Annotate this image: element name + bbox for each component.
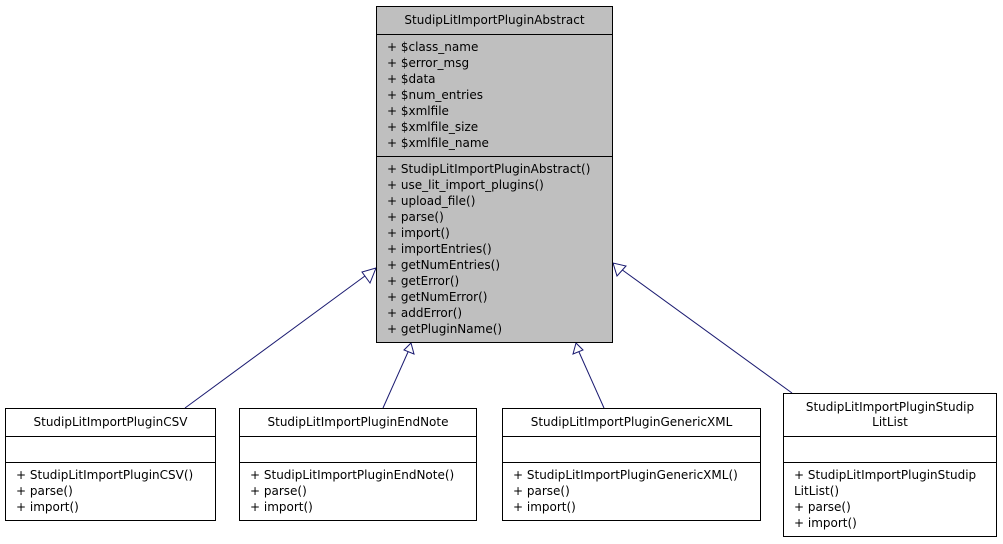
method: + StudipLitImportPluginEndNote() [250, 468, 455, 482]
method: + importEntries() [387, 242, 492, 256]
attribute: + $class_name [387, 40, 479, 54]
class-box-studiplitlist: StudipLitImportPluginStudip LitList + St… [783, 393, 997, 537]
method-section: + StudipLitImportPluginEndNote() + parse… [240, 463, 476, 519]
method: + import() [513, 500, 576, 514]
method: + parse() [387, 210, 444, 224]
class-name-section: StudipLitImportPluginAbstract [377, 7, 612, 35]
method: + addError() [387, 306, 463, 320]
method: + import() [250, 500, 313, 514]
method-section: + StudipLitImportPluginCSV() + parse() +… [6, 463, 215, 519]
class-box-csv: StudipLitImportPluginCSV + StudipLitImpo… [5, 408, 216, 521]
class-name: StudipLitImportPluginEndNote [267, 415, 449, 429]
attribute: + $xmlfile_size [387, 120, 479, 134]
edge-genericxml-to-base [572, 342, 605, 409]
method: + import() [794, 516, 857, 530]
attribute-section [6, 437, 215, 463]
class-box-genericxml: StudipLitImportPluginGenericXML + Studip… [502, 408, 761, 521]
method: + parse() [513, 484, 570, 498]
class-name-section: StudipLitImportPluginStudip LitList [784, 394, 996, 437]
class-box-base: StudipLitImportPluginAbstract + $class_n… [376, 6, 613, 343]
method: + parse() [794, 500, 851, 514]
edge-csv-to-base [184, 267, 377, 409]
method: + getNumError() [387, 290, 488, 304]
method: + getPluginName() [387, 322, 503, 336]
edge-endnote-to-base [382, 342, 415, 409]
edge-studiplitlist-to-base [612, 262, 793, 394]
method: + parse() [16, 484, 73, 498]
method: + parse() [250, 484, 307, 498]
class-name: StudipLitImportPluginAbstract [404, 13, 585, 27]
attribute-section [240, 437, 476, 463]
method-section: + StudipLitImportPluginStudip LitList() … [784, 463, 996, 535]
attribute-section: + $class_name + $error_msg + $data + $nu… [377, 35, 612, 157]
class-box-endnote: StudipLitImportPluginEndNote + StudipLit… [239, 408, 477, 521]
class-name-section: StudipLitImportPluginEndNote [240, 409, 476, 437]
attribute-section [784, 437, 996, 463]
method: + getNumEntries() [387, 258, 501, 272]
attribute: + $error_msg [387, 56, 470, 70]
attribute: + $xmlfile_name [387, 136, 489, 150]
attribute-section [503, 437, 760, 463]
class-name: StudipLitImportPluginStudip LitList [784, 394, 996, 436]
method: + use_lit_import_plugins() [387, 178, 544, 192]
method: + StudipLitImportPluginGenericXML() [513, 468, 738, 482]
method: + StudipLitImportPluginStudip [794, 468, 977, 482]
attribute: + $num_entries [387, 88, 483, 102]
method: + import() [387, 226, 450, 240]
method: + getError() [387, 274, 460, 288]
method: + import() [16, 500, 79, 514]
class-name-section: StudipLitImportPluginCSV [6, 409, 215, 437]
class-name-line: StudipLitImportPluginStudip [805, 400, 975, 414]
method-section: + StudipLitImportPluginAbstract() + use_… [377, 157, 612, 341]
class-name-section: StudipLitImportPluginGenericXML [503, 409, 760, 437]
class-name: StudipLitImportPluginGenericXML [530, 415, 733, 429]
class-name: StudipLitImportPluginCSV [33, 415, 188, 429]
method: + StudipLitImportPluginCSV() [16, 468, 194, 482]
class-name-line: LitList [872, 415, 908, 429]
method: + upload_file() [387, 194, 476, 208]
attribute: + $xmlfile [387, 104, 449, 118]
attribute: + $data [387, 72, 436, 86]
method: LitList() [794, 484, 840, 498]
method-section: + StudipLitImportPluginGenericXML() + pa… [503, 463, 760, 519]
method: + StudipLitImportPluginAbstract() [387, 162, 591, 176]
